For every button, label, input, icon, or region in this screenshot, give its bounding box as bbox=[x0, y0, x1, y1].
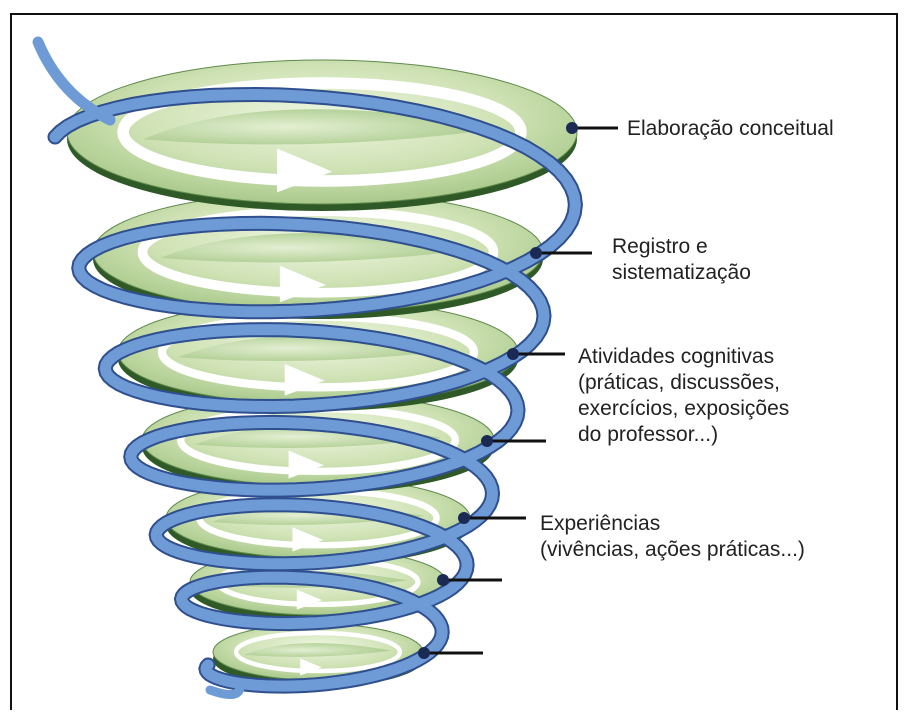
label-elaboracao-conceitual: Elaboração conceitual bbox=[627, 117, 834, 140]
leader-dot-4 bbox=[481, 435, 493, 447]
leader-dot-3 bbox=[507, 348, 519, 360]
label-experiencias: Experiências (vivências, ações práticas.… bbox=[540, 512, 805, 561]
leader-dot-7 bbox=[418, 647, 430, 659]
blue-spiral bbox=[32, 36, 583, 699]
disc-swoosh bbox=[244, 643, 392, 657]
leader-dot-2 bbox=[530, 247, 542, 259]
label-registro-sistematizacao: Registro e sistematização bbox=[612, 235, 751, 284]
arrow-head bbox=[296, 589, 323, 610]
arrow-head bbox=[284, 363, 325, 396]
arrow-head bbox=[292, 527, 324, 552]
disc-swoosh bbox=[143, 109, 501, 145]
spiral-ribbon bbox=[49, 88, 581, 692]
arrow-ring bbox=[233, 630, 403, 674]
leader-dot-5 bbox=[458, 512, 470, 524]
leader-dot-6 bbox=[437, 574, 449, 586]
arrow-head bbox=[279, 265, 326, 303]
spiral-tail-top bbox=[32, 36, 116, 126]
arrow-ring bbox=[117, 77, 527, 187]
leader-lines bbox=[418, 122, 618, 659]
label-atividades-cognitivas: Atividades cognitivas (práticas, discuss… bbox=[578, 345, 790, 446]
arrow-ring bbox=[137, 206, 499, 298]
arrow-head bbox=[288, 450, 324, 479]
figure-frame bbox=[10, 13, 898, 710]
arrow-head bbox=[300, 658, 322, 676]
spiral-tail-bottom bbox=[205, 683, 245, 699]
leader-dot-1 bbox=[566, 122, 578, 134]
arrow-head bbox=[276, 148, 333, 193]
